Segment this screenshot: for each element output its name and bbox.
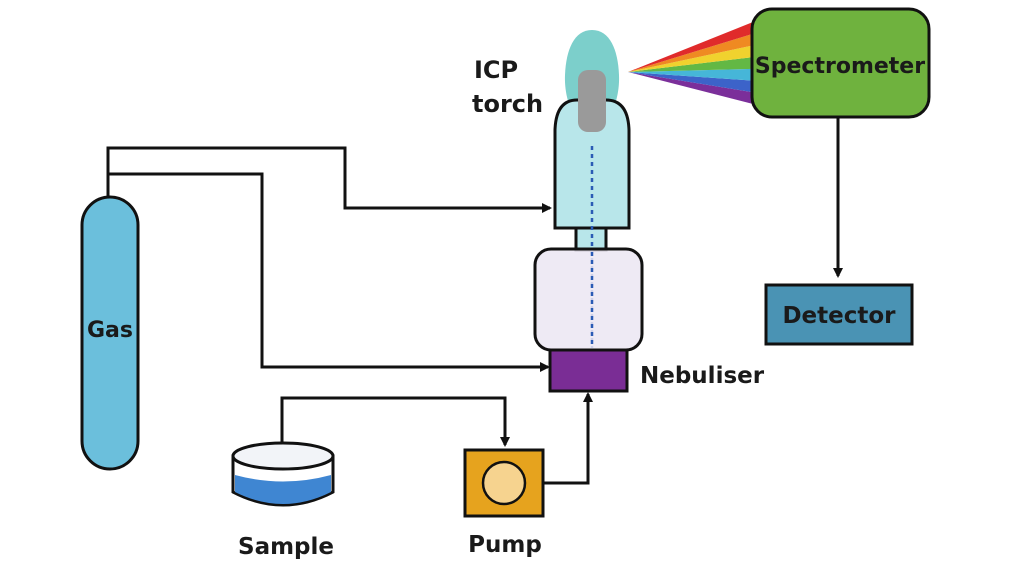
sample-to-pump-line [280,396,510,447]
sample-dish-rim [231,441,335,471]
gas-to-torch-line [106,146,552,213]
spectrum-band [628,33,753,72]
spray-chamber [533,247,644,352]
pump-to-nebuliser-line [544,392,593,485]
icp-label: ICP [474,56,518,84]
light-spectrum-beam [628,22,753,104]
spectrum-band [628,57,753,72]
spectrometer-label: Spectrometer [755,54,925,79]
spectrometer [750,7,931,119]
torch-plasma-core [578,70,606,132]
gas-to-nebuliser-line [108,172,550,372]
pump-label: Pump [468,532,542,558]
spectrum-band [628,72,753,104]
nebuliser [548,348,629,393]
gas-label: Gas [87,318,133,343]
spectrum-band [628,68,753,81]
sample-liquid [235,475,331,504]
sample-label: Sample [238,534,334,560]
gas-cylinder [80,195,140,471]
spectrum-band [628,72,753,93]
spectrum-band [628,22,753,72]
nebuliser-label: Nebuliser [640,363,765,389]
torch-neck [574,226,608,252]
detector-label: Detector [782,303,896,329]
pump-rotor [481,460,527,506]
torch-label: torch [472,90,543,118]
sample-dish [231,441,335,507]
detector [764,283,914,346]
